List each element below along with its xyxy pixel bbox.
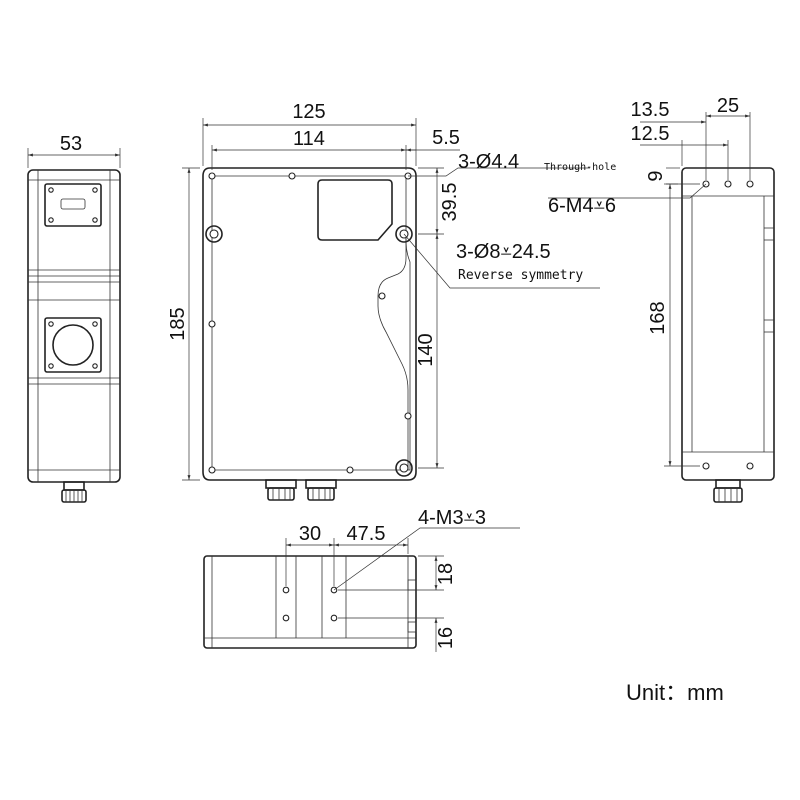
callout-through-hole: 3-Ø4.4 — [458, 151, 519, 173]
dim-hole-top-offset: 39.5 — [439, 183, 461, 222]
dim-height-total: 185 — [167, 307, 189, 340]
dim-offset-right: 5.5 — [432, 127, 460, 149]
label-window — [317, 179, 393, 241]
front-callouts: 3-Ø4.4 Through-hole 3-Ø8⩡24.5 Reverse sy… — [456, 151, 616, 283]
callout-counterbore: 3-Ø8⩡24.5 — [456, 241, 551, 263]
dim-front-outer: 125 — [292, 101, 325, 123]
left-body-outline — [27, 169, 121, 483]
counterbore-hole-bottom — [395, 459, 413, 477]
left-bottom-plug — [61, 481, 87, 503]
dim-bottom-a: 30 — [299, 523, 321, 545]
m3-hole — [282, 586, 290, 594]
m4-hole — [702, 462, 710, 470]
m4-hole — [724, 180, 732, 188]
callout-m3: 4-M3⩡3 — [418, 507, 486, 529]
bottom-view: 30 47.5 4-M3⩡3 18 16 — [203, 507, 520, 652]
front-body-outline — [202, 167, 417, 481]
dim-side-top-c: 25 — [717, 95, 739, 117]
dim-bottom-b: 47.5 — [347, 523, 386, 545]
m3-hole — [330, 614, 338, 622]
dim-left-width: 53 — [60, 133, 82, 155]
dim-front-inner: 114 — [293, 128, 325, 150]
bottom-body-outline — [203, 555, 417, 649]
front-view: 125 114 5.5 185 140 39.5 — [167, 101, 600, 501]
callout-m4: 6-M4⩡6 — [548, 195, 616, 217]
callout-through-hole-note: Through-hole — [544, 162, 616, 173]
callout-counterbore-note: Reverse symmetry — [458, 268, 583, 283]
right-body-outline — [681, 167, 775, 481]
dim-bottom-right-a: 18 — [435, 563, 457, 585]
right-side-view: 25 13.5 12.5 9 168 6-M4⩡6 — [548, 95, 775, 503]
dim-side-height: 168 — [647, 301, 669, 334]
m4-hole — [746, 462, 754, 470]
dim-bottom-right-b: 16 — [435, 627, 457, 649]
counterbore-hole-right — [395, 225, 413, 243]
dim-side-small: 9 — [645, 170, 667, 181]
m3-hole — [282, 614, 290, 622]
counterbore-hole-left — [205, 225, 223, 243]
front-bottom-connectors — [265, 479, 337, 501]
unit-label: Unit：mm — [626, 680, 724, 705]
top-connector — [44, 183, 102, 227]
dim-side-top-b: 12.5 — [631, 123, 670, 145]
dim-height-right: 140 — [415, 333, 437, 366]
left-side-view: 53 — [27, 133, 121, 503]
round-connector-panel — [44, 317, 102, 373]
dim-side-top-a: 13.5 — [631, 99, 670, 121]
m4-hole — [746, 180, 754, 188]
